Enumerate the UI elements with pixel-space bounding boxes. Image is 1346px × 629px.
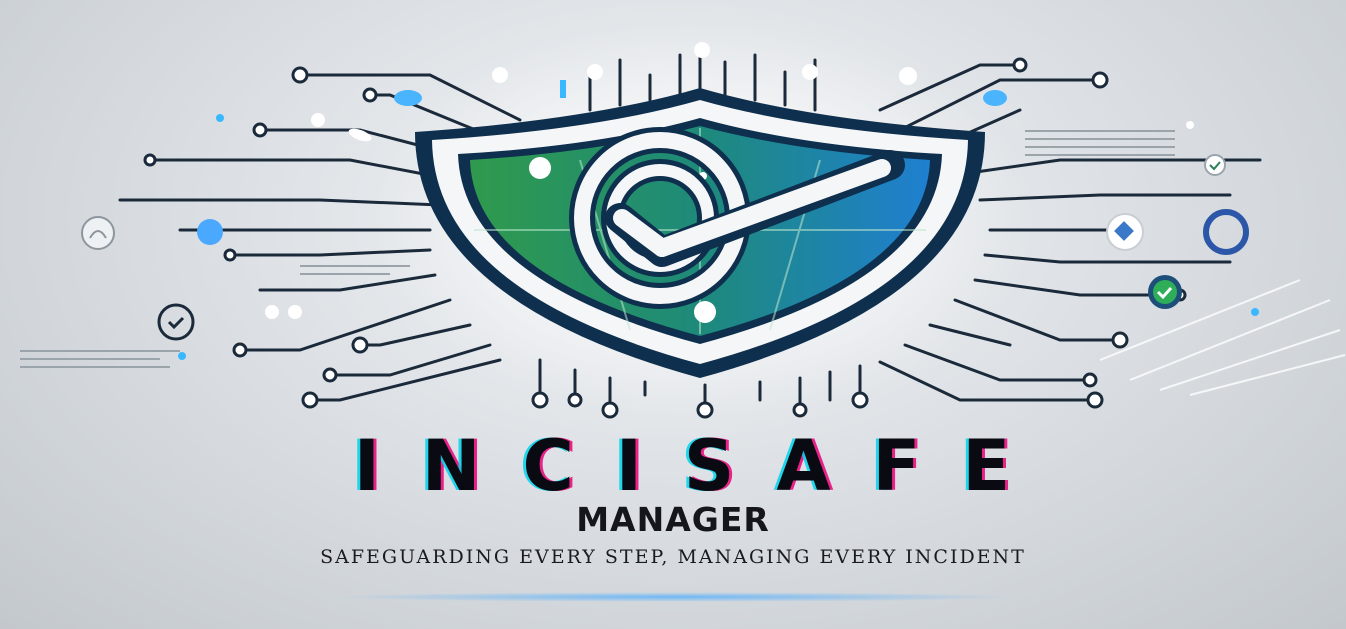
- check-outline-icon: [157, 303, 195, 341]
- light-dots: [265, 42, 1194, 319]
- circuit-nodes: [143, 57, 1187, 419]
- check-badge-icon: [1148, 275, 1182, 309]
- bottom-glow: [330, 592, 1020, 602]
- data-grid-right: [1025, 130, 1175, 156]
- fingerprint-icon: [81, 216, 115, 250]
- blue-accents: [178, 80, 1259, 360]
- check-small-icon: [1204, 154, 1226, 176]
- brand-tagline: SAFEGUARDING EVERY STEP, MANAGING EVERY …: [320, 546, 1026, 568]
- checkmark-icon: [569, 127, 905, 309]
- brand-title: INCISAFE: [353, 425, 1053, 507]
- brand-subtitle: MANAGER: [576, 500, 770, 539]
- diagonal-lines: [1099, 279, 1346, 396]
- data-grid-left: [20, 265, 410, 368]
